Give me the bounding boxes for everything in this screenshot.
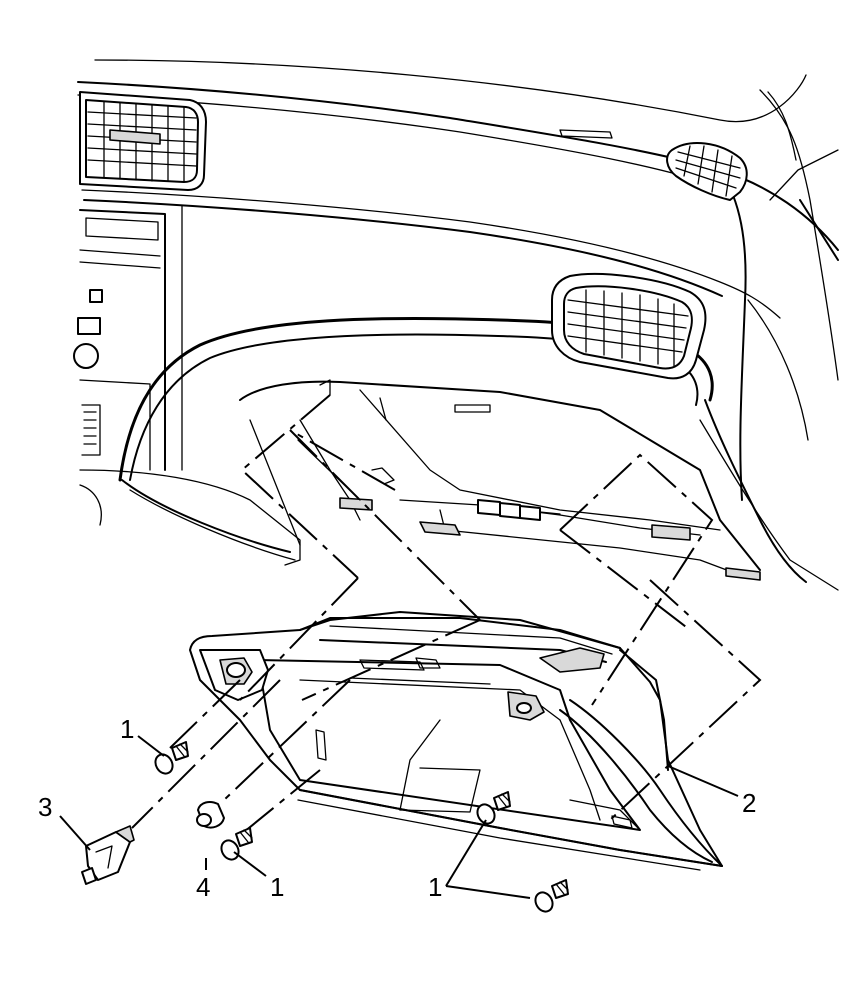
fasteners <box>81 741 569 913</box>
callout-nut: 4 <box>196 872 210 902</box>
nut <box>196 801 225 829</box>
glove-box-assembly <box>189 611 723 871</box>
alignment-lines <box>131 394 762 833</box>
screw-lower-left <box>220 827 253 861</box>
callout-labels: 1 2 3 4 1 1 <box>38 714 756 902</box>
instrument-panel <box>73 59 839 591</box>
screw-lower-right-upper <box>476 791 511 825</box>
callout-glove-box: 2 <box>742 788 756 818</box>
screw-lower-right-lower <box>534 879 569 913</box>
callout-screw-lower-left: 1 <box>270 872 284 902</box>
clip <box>81 825 135 885</box>
left-air-vent <box>79 91 207 191</box>
callout-clip: 3 <box>38 792 52 822</box>
center-right-air-vent <box>551 273 707 380</box>
leader-lines <box>59 735 739 899</box>
callout-screw-upper-left: 1 <box>120 714 134 744</box>
side-air-vent <box>666 142 748 201</box>
callout-screws-lower-right: 1 <box>428 872 442 902</box>
screw-upper-left <box>154 741 189 775</box>
